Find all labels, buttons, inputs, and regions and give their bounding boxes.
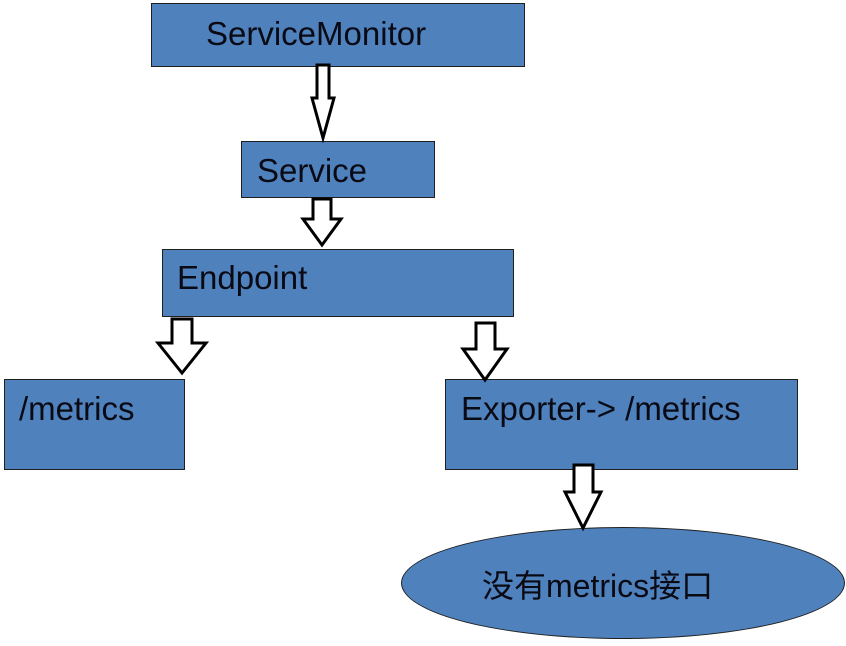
no-metrics-label-cjk-suffix: 接口 bbox=[649, 567, 714, 605]
arrow-endpoint-to-metrics bbox=[154, 317, 210, 376]
exporter-node: Exporter-> /metrics bbox=[445, 379, 798, 470]
arrow-exporter-to-no-metrics bbox=[562, 463, 604, 532]
arrow-service-to-endpoint bbox=[300, 197, 344, 248]
no-metrics-label-cjk-prefix: 没有 bbox=[482, 567, 547, 605]
endpoint-node: Endpoint bbox=[162, 249, 514, 317]
metrics-label: /metrics bbox=[19, 390, 135, 427]
service-label: Service bbox=[257, 152, 368, 189]
servicemonitor-node: ServiceMonitor bbox=[151, 3, 525, 67]
arrow-servicemonitor-to-service bbox=[310, 63, 336, 144]
arrow-endpoint-to-exporter bbox=[460, 321, 510, 383]
servicemonitor-label: ServiceMonitor bbox=[206, 15, 427, 52]
no-metrics-interface-node: 没有metrics接口 bbox=[401, 527, 845, 639]
no-metrics-interface-label: 没有metrics接口 bbox=[482, 561, 713, 607]
service-node: Service bbox=[241, 141, 435, 198]
metrics-node: /metrics bbox=[4, 379, 185, 470]
exporter-label: Exporter-> /metrics bbox=[461, 390, 741, 427]
endpoint-label: Endpoint bbox=[177, 259, 308, 296]
no-metrics-label-latin: metrics bbox=[546, 568, 650, 604]
